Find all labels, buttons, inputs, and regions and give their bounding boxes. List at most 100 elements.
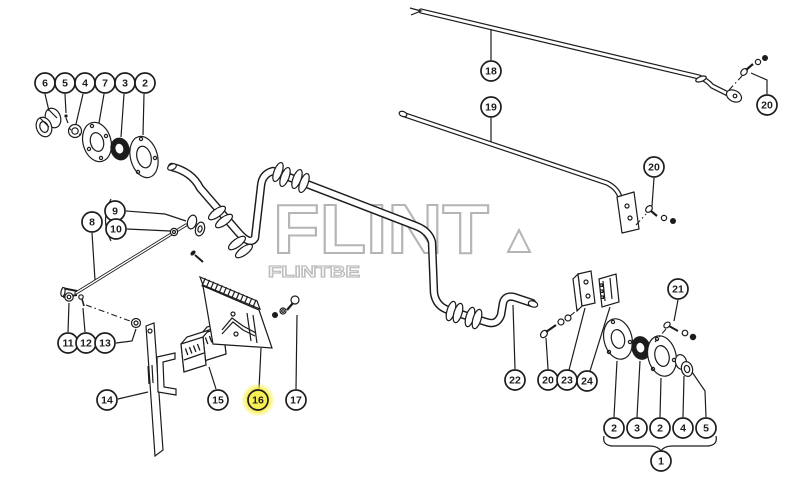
callout-circle[interactable] bbox=[650, 450, 672, 472]
watermark-triangle-icon bbox=[506, 227, 532, 253]
callout-circle[interactable] bbox=[695, 417, 717, 439]
callout-5[interactable]: 5 bbox=[54, 72, 76, 114]
callout-circle[interactable] bbox=[649, 417, 671, 439]
callout-20[interactable]: 20 bbox=[750, 72, 778, 116]
callout-9[interactable]: 9 bbox=[104, 200, 187, 222]
callout-20[interactable]: 20 bbox=[537, 337, 559, 391]
callout-number: 14 bbox=[101, 395, 113, 407]
callout-circle[interactable] bbox=[576, 370, 598, 392]
callout-circle[interactable] bbox=[247, 389, 269, 411]
callout-16[interactable]: 16 bbox=[241, 347, 275, 417]
callout-3[interactable]: 3 bbox=[114, 72, 136, 138]
callout-circle[interactable] bbox=[105, 218, 127, 240]
callout-circle[interactable] bbox=[643, 156, 665, 178]
callout-5[interactable]: 5 bbox=[691, 371, 717, 439]
watermark-text-main: FLINT bbox=[273, 190, 489, 268]
leader-line bbox=[512, 304, 516, 370]
callout-circle[interactable] bbox=[285, 389, 307, 411]
leader-line bbox=[91, 232, 96, 281]
fastener-20-bottom bbox=[539, 314, 572, 339]
callout-number: 19 bbox=[485, 102, 497, 114]
callout-number: 8 bbox=[89, 217, 95, 229]
callout-4[interactable]: 4 bbox=[672, 375, 694, 439]
callout-6[interactable]: 6 bbox=[34, 72, 56, 112]
callout-number: 15 bbox=[212, 395, 224, 407]
leader-line bbox=[126, 228, 171, 232]
part-bracket-plate-16 bbox=[198, 275, 273, 349]
leader-line bbox=[295, 314, 298, 390]
callout-number: 23 bbox=[561, 375, 573, 387]
callout-19[interactable]: 19 bbox=[480, 96, 502, 142]
callout-circle[interactable] bbox=[603, 417, 625, 439]
callout-8[interactable]: 8 bbox=[81, 211, 103, 281]
part-bearing-3-right bbox=[631, 336, 651, 360]
leader-line bbox=[117, 391, 149, 400]
callout-21[interactable]: 21 bbox=[667, 278, 689, 322]
callout-circle[interactable] bbox=[480, 96, 502, 118]
leader-line bbox=[750, 72, 768, 94]
callout-number: 6 bbox=[42, 78, 48, 90]
callout-circle[interactable] bbox=[626, 417, 648, 439]
callout-17[interactable]: 17 bbox=[285, 314, 307, 411]
assembly-dash-lines bbox=[85, 75, 743, 343]
watermark: FLINT FLINTBE bbox=[267, 189, 532, 282]
part-clamp-blocks-15 bbox=[180, 318, 231, 373]
callout-number: 24 bbox=[581, 376, 593, 388]
callout-12[interactable]: 12 bbox=[75, 307, 97, 354]
callout-20[interactable]: 20 bbox=[643, 156, 665, 207]
callout-circle[interactable] bbox=[480, 60, 502, 82]
callout-2[interactable]: 2 bbox=[649, 377, 671, 439]
part-bracket-24 bbox=[598, 273, 620, 308]
part-bearing-3 bbox=[110, 137, 130, 161]
callout-15[interactable]: 15 bbox=[207, 366, 229, 411]
callout-circle[interactable] bbox=[94, 332, 116, 354]
callout-number: 2 bbox=[142, 78, 148, 90]
callout-circle[interactable] bbox=[672, 417, 694, 439]
callout-number: 17 bbox=[290, 395, 302, 407]
part-flange-2-right-b bbox=[646, 335, 678, 377]
callout-circle[interactable] bbox=[667, 278, 689, 300]
callout-number: 3 bbox=[122, 78, 128, 90]
callout-2[interactable]: 2 bbox=[603, 360, 625, 439]
callout-number: 20 bbox=[542, 375, 554, 387]
part-flange-2-left bbox=[129, 135, 159, 179]
part-rod-18 bbox=[409, 7, 743, 103]
callout-circle[interactable] bbox=[96, 389, 118, 411]
callout-number: 2 bbox=[611, 423, 617, 435]
callout-number: 20 bbox=[648, 162, 660, 174]
callout-number: 12 bbox=[80, 338, 92, 350]
callout-number: 16 bbox=[252, 395, 264, 407]
callout-3[interactable]: 3 bbox=[626, 360, 648, 439]
watermark-text-small: FLINTBE bbox=[268, 264, 360, 281]
callout-24[interactable]: 24 bbox=[576, 306, 611, 392]
callout-2[interactable]: 2 bbox=[134, 72, 156, 136]
part-flange-2-right-a bbox=[602, 318, 634, 360]
leader-line bbox=[75, 93, 84, 125]
fastener-21 bbox=[663, 321, 697, 341]
callout-circle[interactable] bbox=[504, 369, 526, 391]
leader-line bbox=[98, 93, 105, 124]
leader-line bbox=[120, 93, 125, 138]
callout-circle[interactable] bbox=[81, 211, 103, 233]
callout-number: 13 bbox=[99, 338, 111, 350]
part-crank-rod-22 bbox=[167, 161, 539, 330]
callout-13[interactable]: 13 bbox=[94, 328, 137, 354]
callout-4[interactable]: 4 bbox=[74, 72, 96, 125]
callout-number: 5 bbox=[62, 78, 68, 90]
callout-circle[interactable] bbox=[134, 72, 156, 94]
callout-circle[interactable] bbox=[756, 94, 778, 116]
callout-number: 22 bbox=[509, 375, 521, 387]
callout-circle[interactable] bbox=[207, 389, 229, 411]
callout-14[interactable]: 14 bbox=[96, 389, 149, 411]
callout-1[interactable]: 1 bbox=[650, 450, 672, 472]
callout-18[interactable]: 18 bbox=[480, 29, 502, 82]
callout-7[interactable]: 7 bbox=[94, 72, 116, 124]
callout-10[interactable]: 10 bbox=[105, 218, 171, 240]
leader-line bbox=[64, 93, 67, 114]
callout-22[interactable]: 22 bbox=[504, 304, 526, 391]
callout-11[interactable]: 11 bbox=[57, 302, 79, 354]
callout-number: 3 bbox=[634, 423, 640, 435]
leader-line bbox=[613, 360, 618, 418]
